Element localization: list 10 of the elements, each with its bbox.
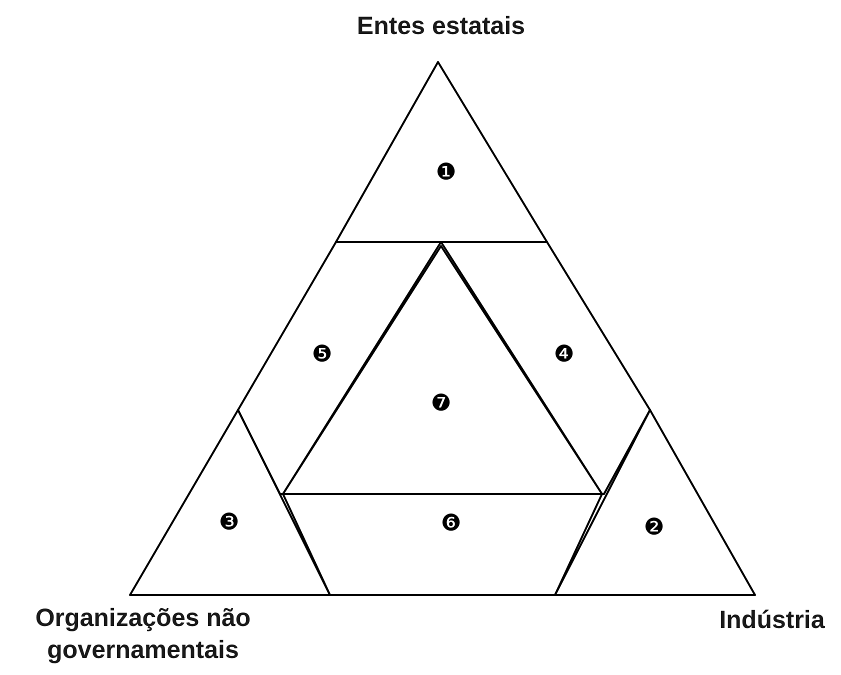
region-number: ❷	[644, 516, 664, 540]
region-number: ❼	[430, 392, 452, 416]
region-number: ❹	[554, 344, 574, 366]
corner-label: Entes estatais	[356, 11, 526, 42]
region-number: ❺	[312, 344, 332, 366]
region-number: ❻	[440, 512, 462, 536]
corner-label: Organizações não governamentais	[34, 603, 252, 666]
region-number: ❸	[218, 512, 240, 534]
region-number: ❶	[436, 162, 456, 184]
corner-label: Indústria	[718, 605, 826, 636]
